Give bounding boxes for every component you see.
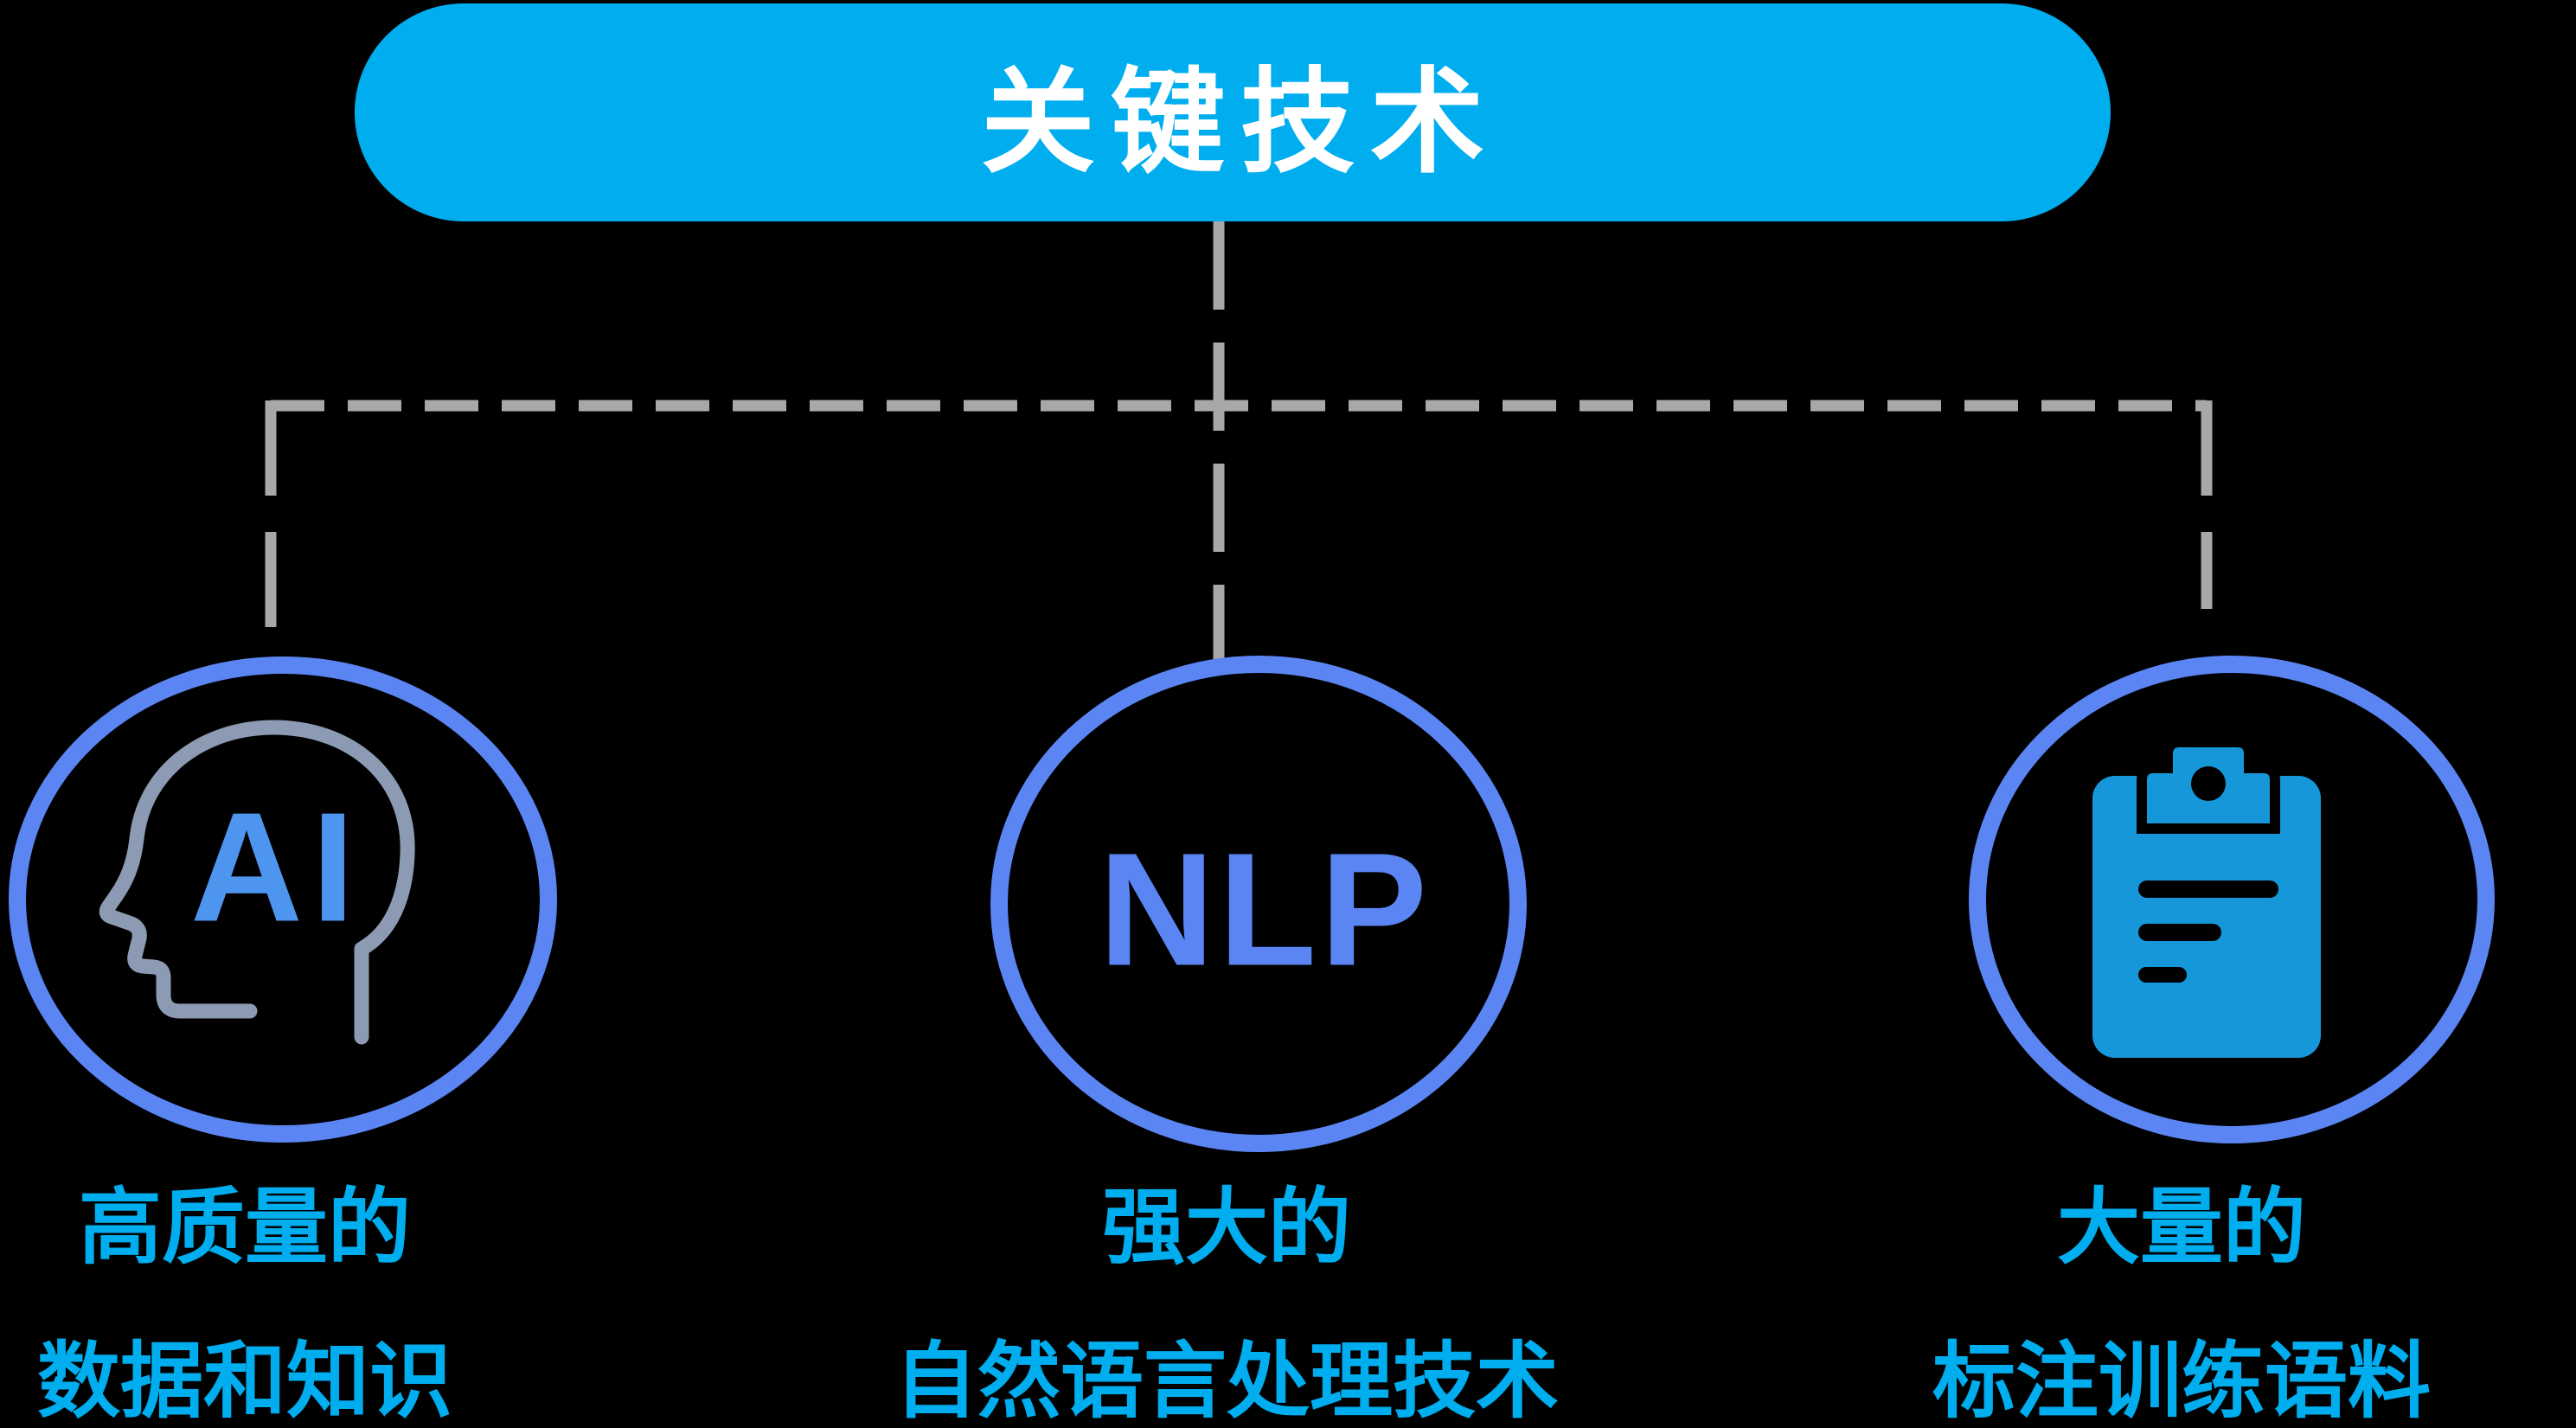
root-node: 关键技术 <box>355 3 2111 221</box>
clipboard-line-2 <box>2138 924 2221 941</box>
ai-icon-text: AI <box>190 780 363 955</box>
diagram-title: 关键技术 <box>981 58 1500 186</box>
clipboard-line-1 <box>2138 880 2278 898</box>
node-circle-left <box>9 656 557 1143</box>
node-circle-middle <box>990 656 1527 1152</box>
node-circle-right <box>1969 656 2495 1143</box>
label-middle-line1: 强大的 <box>1102 1181 1351 1274</box>
label-middle-line2: 自然语言处理技术 <box>894 1335 1559 1428</box>
ai-head-icon <box>99 720 415 1045</box>
label-left-line2: 数据和知识 <box>37 1335 452 1428</box>
clipboard-board <box>2092 776 2321 1058</box>
label-left-line1: 高质量的 <box>79 1181 411 1274</box>
clipboard-line-3 <box>2138 967 2187 983</box>
label-right-line2: 标注训练语料 <box>1932 1335 2431 1428</box>
nlp-icon-text: NLP <box>1099 820 1431 1000</box>
clipboard-clip-hole <box>2191 766 2226 801</box>
clipboard-icon <box>2092 737 2321 1058</box>
label-right-line1: 大量的 <box>2057 1181 2306 1274</box>
